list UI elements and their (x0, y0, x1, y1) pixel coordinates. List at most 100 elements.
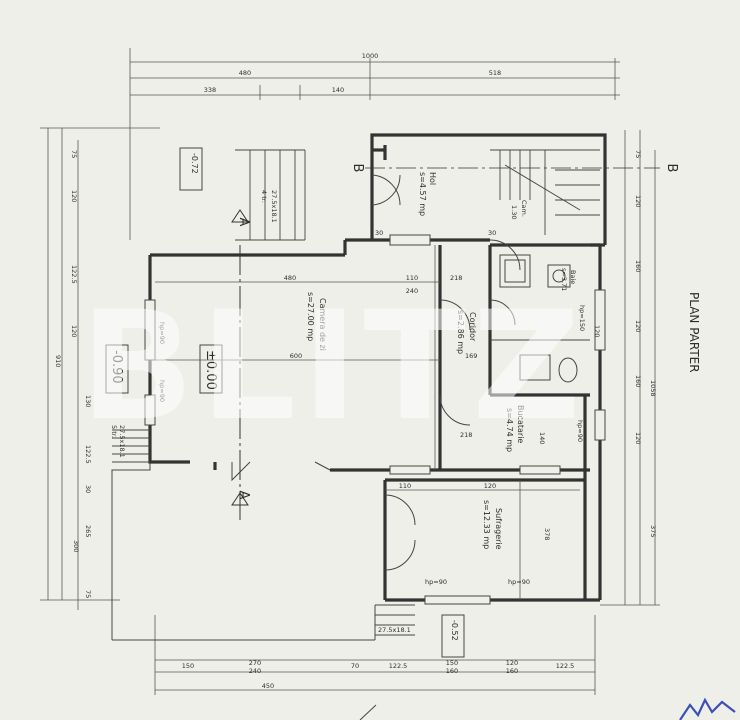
room-sufragerie-name: Sufragerie (494, 508, 503, 550)
dim-corr-w1: 110 (406, 274, 418, 282)
dim-left-2: 120 (70, 190, 78, 202)
stairs-left (112, 429, 150, 463)
dim-hol-h: 30 (375, 229, 383, 237)
sill-1: hp=90 (158, 322, 166, 344)
dim-bottom-10: 122.5 (556, 662, 575, 670)
sill-5: hp=90 (576, 420, 584, 442)
stair-left-label: 27.5x18.1 (118, 425, 126, 458)
dim-left-1: 75 (70, 150, 78, 158)
dim-corr-left: 218 (450, 274, 462, 282)
room-bucatarie-name: Bucatarie (516, 405, 525, 443)
bottom-dimensions: 150 270 240 70 122.5 150 160 120 160 122… (154, 615, 596, 695)
left-dimensions: 75 120 122.5 120 910 130 122.5 30 265 30… (40, 127, 160, 610)
dim-top-c: 338 (204, 86, 216, 94)
dim-left-10: 300 (72, 540, 80, 552)
dim-bottom-1: 150 (182, 662, 194, 670)
dim-left-7: 122.5 (84, 445, 92, 464)
dim-suf-depth: 378 (543, 528, 551, 540)
toilet (558, 357, 578, 383)
sink (547, 264, 571, 288)
pen-stroke (359, 704, 377, 720)
section-a-label-top: A (236, 218, 251, 227)
dim-bottom-5: 122.5 (389, 662, 408, 670)
level-markers: -0.72 -0.90 ±0.00 -0.52 (105, 147, 465, 658)
dim-bottom-6: 150 (446, 659, 458, 667)
level-terrace: -0.90 (109, 350, 124, 384)
stair-bottom-label: 27.5x18.1 (378, 626, 411, 634)
sill-3: hp=90 (425, 578, 447, 586)
section-a-label-bottom: A (236, 491, 251, 500)
dim-left-11: 75 (84, 590, 92, 598)
room-baie-area: s=3.71 (560, 268, 568, 291)
shower-tray (499, 254, 531, 288)
level-stair-top: -0.72 (190, 153, 199, 174)
dim-left-5: 910 (54, 355, 62, 367)
stair-top-label: 27.5x18.1 (270, 190, 278, 223)
dim-top-d: 140 (332, 86, 344, 94)
sill-2: hp=90 (158, 380, 166, 402)
signature-mark (679, 697, 736, 720)
dim-suf-w2: 120 (484, 482, 496, 490)
dim-right-8: 375 (649, 525, 657, 537)
doors (231, 174, 521, 571)
dim-bottom-9: 160 (506, 667, 518, 675)
level-bottom: -0.52 (450, 620, 459, 641)
room-baie-name: Baie (569, 270, 577, 284)
stair-left-count: 5 tr. (110, 425, 118, 438)
dim-top-total: 1000 (362, 52, 379, 60)
dim-corr-mid: 169 (465, 352, 477, 360)
section-b-label-left: B (350, 164, 365, 173)
dim-buc-side: 218 (460, 431, 472, 439)
stairs-bottom (375, 604, 415, 636)
bathroom-fixtures (490, 254, 590, 383)
stairs-upper (235, 149, 306, 241)
dim-left-6: 130 (84, 395, 92, 407)
dim-suf-w1: 110 (399, 482, 411, 490)
room-coridor-area: s=2.86 mp (456, 310, 465, 354)
dim-left-4: 120 (70, 325, 78, 337)
room-coridor-name: Coridor (468, 312, 477, 342)
dim-living-w: 480 (284, 274, 296, 282)
dim-right-6: 120 (634, 432, 642, 444)
dim-baie-side: 120 (593, 325, 601, 337)
dim-living-depth: 600 (290, 352, 302, 360)
dim-left-8: 30 (84, 485, 92, 493)
top-dimensions: 1000 480 518 338 140 (129, 48, 620, 240)
room-bucatarie-area: s=4.74 mp (505, 408, 514, 452)
room-labels: Hol s=4.57 mp Cam. 1.30 Camera de zi s=2… (306, 172, 577, 550)
watermark: BLITZ (80, 280, 587, 454)
dim-bottom-7: 160 (446, 667, 458, 675)
dim-top-a: 480 (239, 69, 251, 77)
room-camara-area: 1.30 (510, 205, 518, 219)
dim-buc-w: 140 (538, 432, 546, 444)
room-camara-name: Cam. (520, 200, 528, 217)
room-camera-name: Camera de zi (318, 298, 327, 351)
dim-bottom-4: 70 (351, 662, 359, 670)
washbasin (519, 354, 551, 381)
dim-right-1: 75 (634, 150, 642, 158)
walls (148, 133, 607, 602)
dim-right-7: 1058 (649, 380, 657, 397)
dim-left-9: 265 (84, 525, 92, 537)
dim-top-b: 518 (489, 69, 501, 77)
room-camera-area: s=27.00 mp (306, 292, 315, 341)
dim-bottom-8: 120 (506, 659, 518, 667)
dim-corr-w2: 240 (406, 287, 418, 295)
sill-6: hp=150 (578, 305, 586, 331)
dim-bottom-2: 270 (249, 659, 261, 667)
stairs-hol (490, 149, 600, 235)
dim-bottom-3: 240 (249, 667, 261, 675)
interior-dimensions: 480 110 240 600 218 169 218 140 110 120 … (155, 229, 601, 600)
dim-right-2: 120 (634, 195, 642, 207)
dim-right-3: 160 (634, 260, 642, 272)
dim-left-3: 122.5 (70, 265, 78, 284)
room-hol-area: s=4.57 mp (418, 172, 427, 216)
sill-4: hp=90 (508, 578, 530, 586)
drawing-title: PLAN PARTER (687, 292, 701, 373)
section-line-b: B B (350, 164, 679, 173)
windows (144, 234, 606, 605)
dim-right-4: 120 (634, 320, 642, 332)
stair-labels: 4 tr. 27.5x18.1 5 tr. 27.5x18.1 27.5x18.… (110, 190, 411, 634)
